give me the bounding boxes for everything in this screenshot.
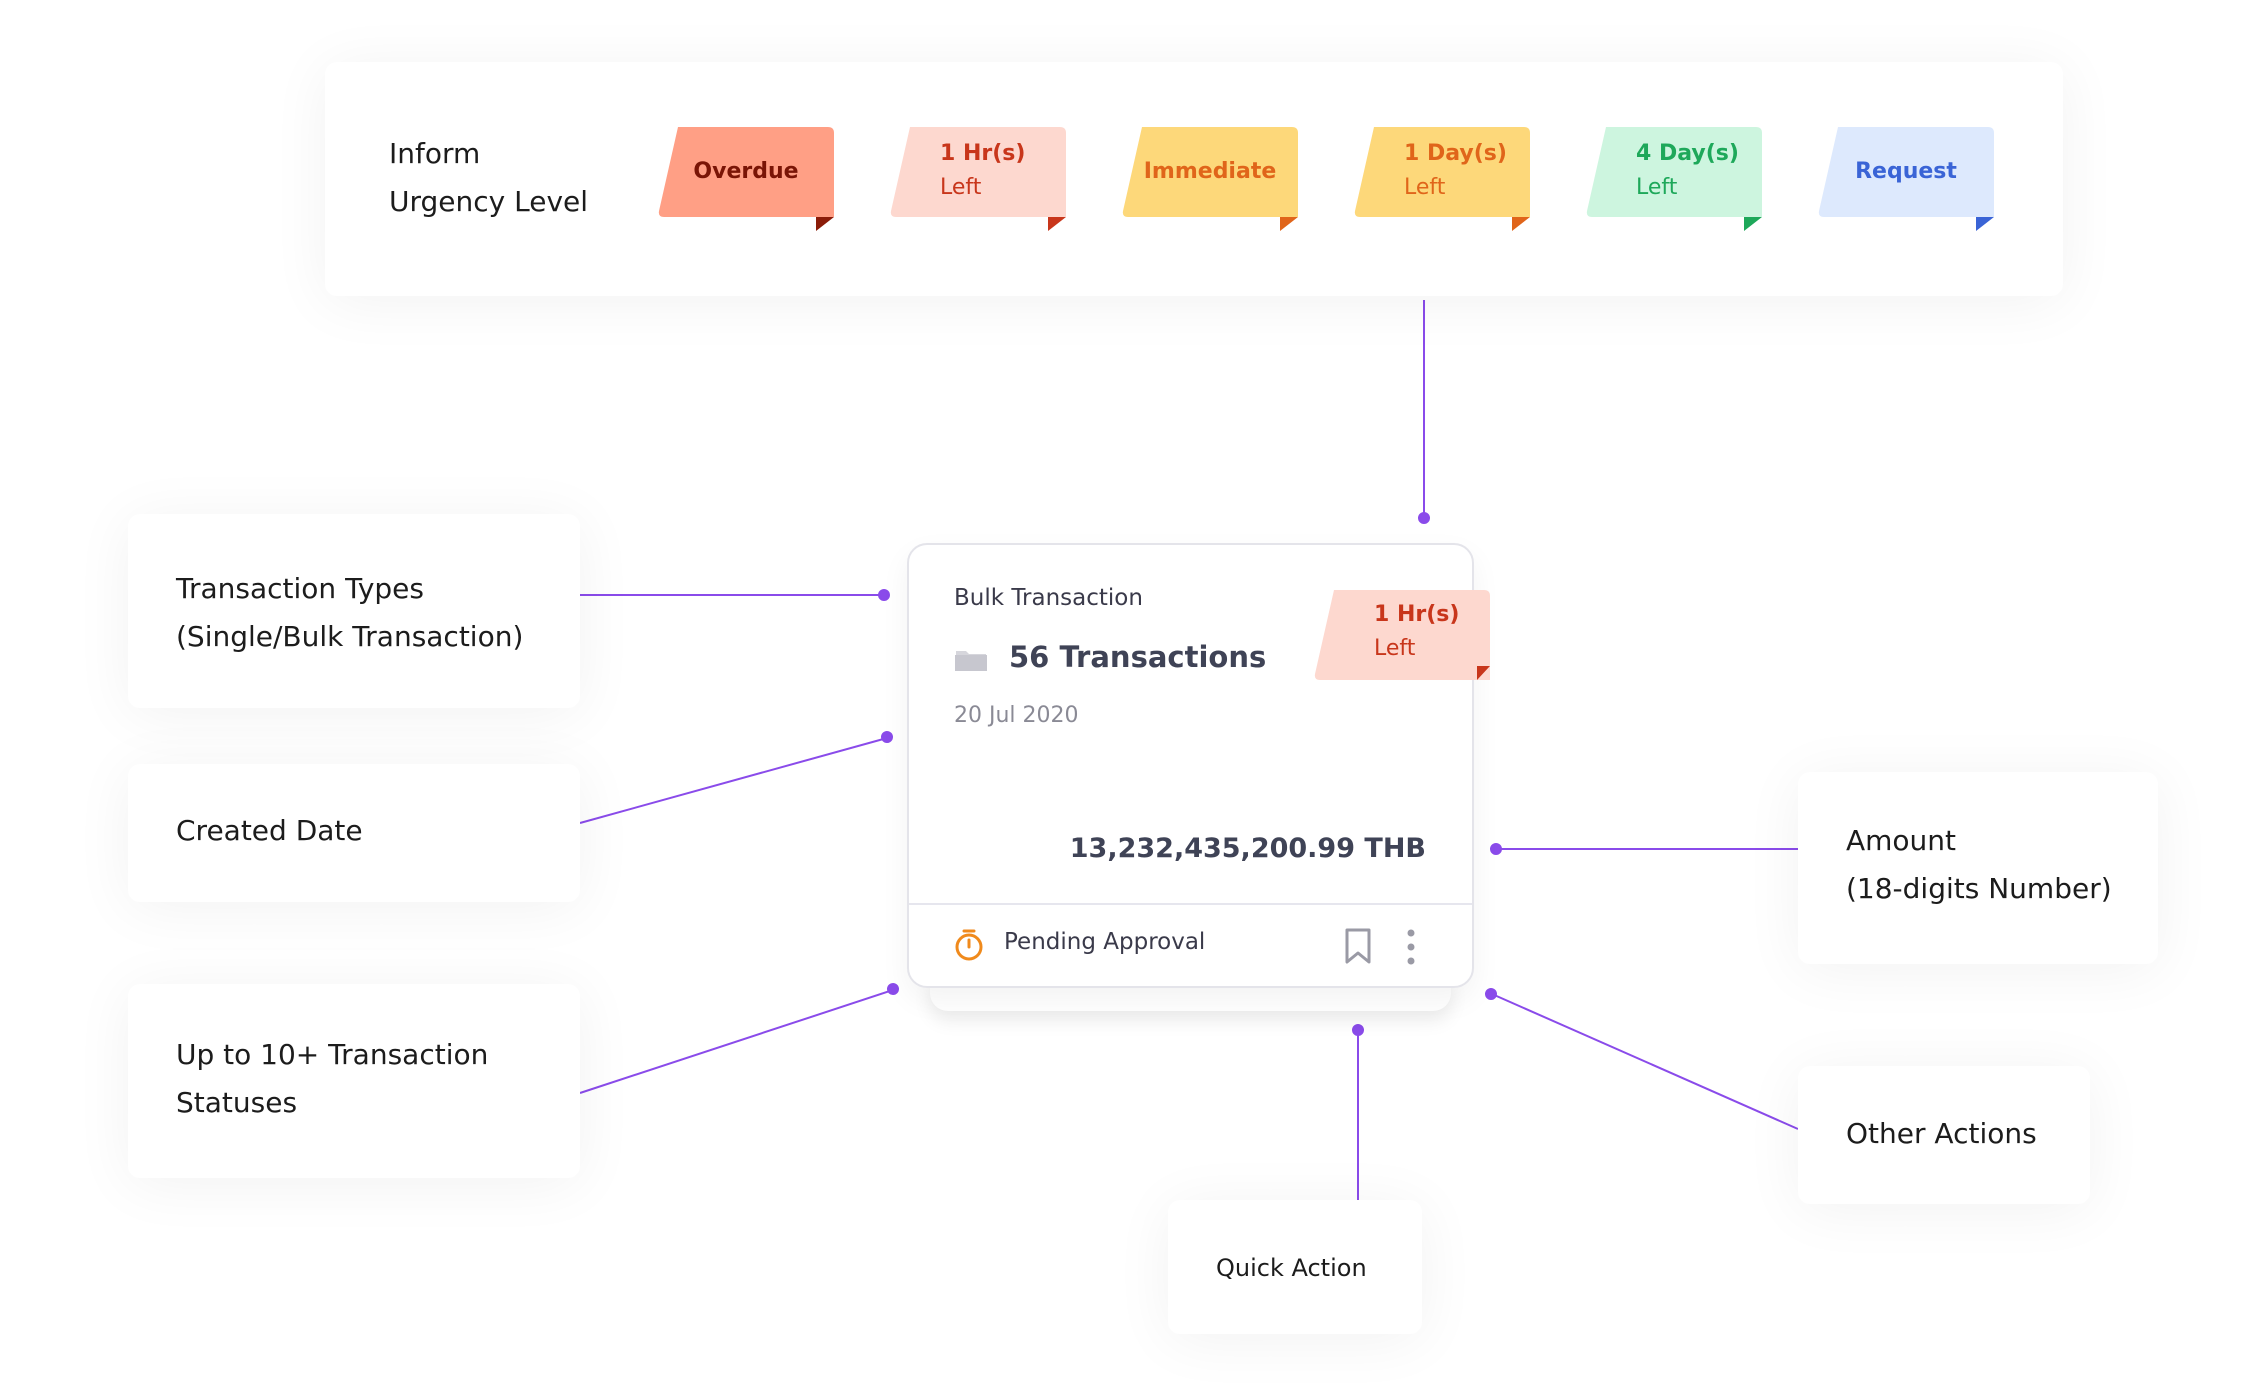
- card-tag-line2: Left: [1374, 636, 1416, 661]
- statuses-label: Up to 10+ Transaction Statuses: [176, 1031, 488, 1127]
- urgency-tag-line1: 4 Day(s): [1636, 141, 1739, 166]
- card-divider: [909, 903, 1472, 905]
- urgency-tag: 4 Day(s) Left: [1586, 127, 1768, 231]
- transaction-count: 56 Transactions: [1009, 640, 1267, 674]
- urgency-label-line1: Inform: [389, 137, 481, 170]
- urgency-tag-line2: Left: [1636, 175, 1678, 200]
- statuses-panel: [128, 984, 580, 1178]
- transaction-types-line2: (Single/Bulk Transaction): [176, 620, 524, 653]
- transaction-types-panel: [128, 514, 580, 708]
- transaction-types-label: Transaction Types (Single/Bulk Transacti…: [176, 565, 523, 661]
- urgency-tag: Overdue: [658, 127, 840, 231]
- other-actions-label: Other Actions: [1846, 1117, 2037, 1150]
- urgency-tag-line1: 1 Hr(s): [940, 141, 1026, 166]
- urgency-tag-line2: Left: [1404, 175, 1446, 200]
- transaction-types-line1: Transaction Types: [176, 572, 424, 605]
- created-date-label: Created Date: [176, 814, 363, 847]
- urgency-tag-line1: Immediate: [1143, 159, 1277, 184]
- transaction-amount: 13,232,435,200.99 THB: [1069, 833, 1426, 864]
- bookmark-icon[interactable]: [1343, 927, 1373, 969]
- status-text: Pending Approval: [1004, 929, 1206, 955]
- transaction-type: Bulk Transaction: [954, 585, 1143, 611]
- statuses-line1: Up to 10+ Transaction: [176, 1038, 489, 1071]
- urgency-tag-line1: 1 Day(s): [1404, 141, 1507, 166]
- quick-action-panel: [1168, 1200, 1422, 1334]
- urgency-label: Inform Urgency Level: [389, 130, 588, 226]
- amount-label: Amount (18-digits Number): [1846, 817, 2112, 913]
- amount-line2: (18-digits Number): [1846, 872, 2112, 905]
- created-date: 20 Jul 2020: [954, 703, 1079, 728]
- transaction-card[interactable]: Bulk Transaction 56 Transactions 20 Jul …: [907, 543, 1490, 988]
- card-tag-line1: 1 Hr(s): [1374, 602, 1460, 627]
- quick-action-label: Quick Action: [1216, 1254, 1367, 1282]
- urgency-label-line2: Urgency Level: [389, 185, 589, 218]
- urgency-tag: 1 Day(s) Left: [1354, 127, 1536, 231]
- amount-line1: Amount: [1846, 824, 1957, 857]
- timer-icon: [954, 928, 984, 966]
- urgency-tag: 1 Hr(s) Left: [890, 127, 1072, 231]
- urgency-tag-line1: Request: [1855, 159, 1957, 184]
- urgency-tag-line1: Overdue: [693, 159, 799, 184]
- more-vertical-icon[interactable]: [1405, 929, 1417, 969]
- card-urgency-tag: 1 Hr(s) Left: [1314, 590, 1496, 682]
- statuses-line2: Statuses: [176, 1086, 298, 1119]
- amount-panel: [1798, 772, 2158, 964]
- other-actions-panel: [1798, 1066, 2090, 1204]
- urgency-tag: Request: [1818, 127, 2000, 231]
- folder-icon: [954, 645, 988, 677]
- urgency-tag: Immediate: [1122, 127, 1304, 231]
- urgency-tag-line2: Left: [940, 175, 982, 200]
- created-date-panel: [128, 764, 580, 902]
